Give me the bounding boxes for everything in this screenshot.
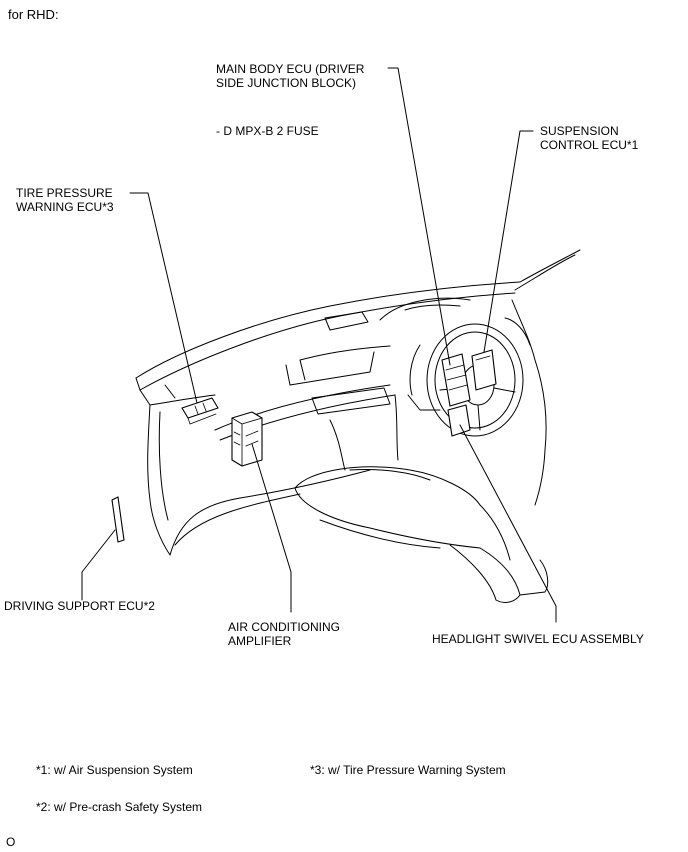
variant-heading: for RHD: <box>8 7 59 22</box>
center-console <box>294 466 549 603</box>
tire-pressure-ecu-part <box>181 397 219 425</box>
footnote-3: *3: w/ Tire Pressure Warning System <box>310 763 506 777</box>
label-tire-pressure-ecu: TIRE PRESSURE WARNING ECU*3 <box>16 186 114 214</box>
headlight-swivel-ecu-part <box>447 404 471 437</box>
label-suspension-ecu: SUSPENSION CONTROL ECU*1 <box>540 124 639 152</box>
footnote-2: *2: w/ Pre-crash Safety System <box>36 800 203 814</box>
leader-lines <box>81 67 557 623</box>
label-main-body-ecu: MAIN BODY ECU (DRIVER SIDE JUNCTION BLOC… <box>216 62 365 90</box>
footnote-1: *1: w/ Air Suspension System <box>36 763 193 777</box>
label-ac-amplifier: AIR CONDITIONING AMPLIFIER <box>228 620 341 648</box>
ac-amplifier-part <box>231 411 263 467</box>
main-body-ecu-part <box>441 353 471 407</box>
driving-support-ecu-part <box>111 496 125 543</box>
label-headlight-swivel-ecu: HEADLIGHT SWIVEL ECU ASSEMBLY <box>432 632 644 646</box>
suspension-ecu-part <box>471 349 497 391</box>
page-marker: O <box>6 835 16 849</box>
label-fuse: - D MPX-B 2 FUSE <box>216 124 319 138</box>
label-driving-support-ecu: DRIVING SUPPORT ECU*2 <box>4 599 155 613</box>
